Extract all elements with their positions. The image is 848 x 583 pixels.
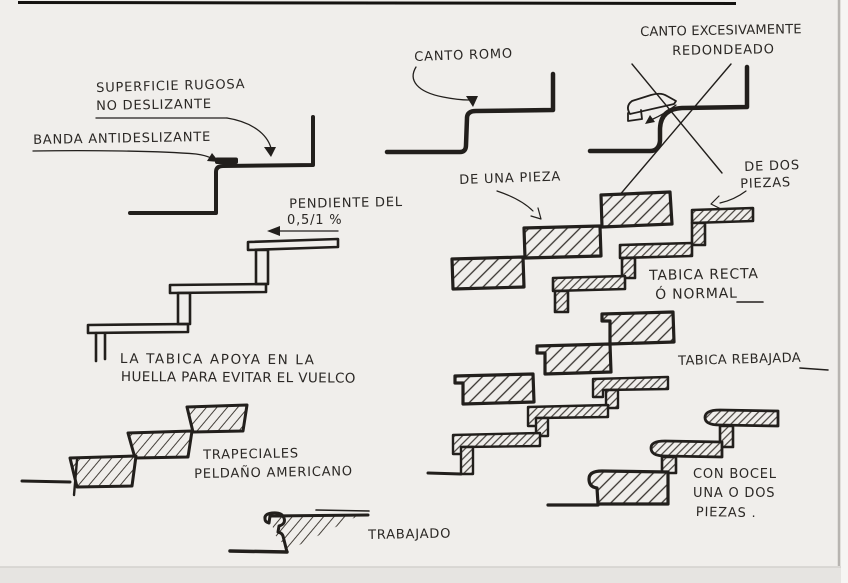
tread-piece (591, 375, 670, 399)
stroke (72, 458, 79, 497)
label-tabica-rebajada: TABICA REBAJADA (678, 350, 802, 369)
diagram-trabajado (228, 509, 370, 554)
diagram-dos-piezas-recta (551, 190, 764, 314)
arrow-superficie (226, 117, 272, 149)
arrowhead-open (710, 195, 722, 210)
label-canto-excesivamente-line1: CANTO EXCESIVAMENTE (640, 22, 802, 40)
diagram-tabica-rebajada (453, 310, 829, 406)
arrowhead (466, 96, 478, 107)
hatch-area (270, 516, 358, 550)
tread-piece (618, 241, 694, 260)
arrowhead (207, 153, 219, 162)
label-de-dos-piezas-line2: PIEZAS (740, 175, 792, 192)
riser-slab (176, 291, 192, 326)
label-de-dos-piezas-line1: DE DOS (744, 158, 801, 175)
tread-slab (246, 237, 340, 252)
cross-out-line (617, 63, 732, 198)
label-tabica-apoya-line1: LA TABICA APOYA EN LA (119, 351, 316, 369)
shoe-heel (627, 109, 643, 122)
label-trabajado: TRABAJADO (368, 526, 452, 543)
riser-piece (604, 388, 620, 410)
label-canto-excesivamente-line2: REDONDEADO (672, 42, 775, 59)
arrowhead (264, 147, 276, 157)
arrowhead-open (530, 207, 542, 220)
diagram-trapeciales (20, 403, 249, 497)
riser-piece (534, 416, 550, 438)
diagram-una-pieza (450, 190, 674, 291)
riser-piece (459, 445, 475, 476)
tread-slab (86, 322, 190, 335)
ground-line (426, 471, 463, 476)
label-tabica-recta-line1: TABICA RECTA (649, 266, 759, 284)
bullnose-step-block (587, 469, 670, 506)
trapezoid-step (68, 454, 138, 489)
bullnose-tread (703, 408, 780, 428)
riser-piece (553, 289, 570, 314)
tread-piece (690, 206, 755, 225)
step-profile (128, 115, 315, 215)
step-profile (587, 64, 750, 154)
label-con-bocel-line2: UNA O DOS (693, 486, 776, 501)
tread-slab (168, 282, 268, 295)
diagram-rebajada-dos-piezas (426, 375, 670, 476)
label-pendiente-line2: 0,5/1 % (287, 213, 343, 228)
ground-line (20, 479, 72, 484)
paper-top-edge-line (17, 1, 737, 5)
riser-piece (620, 256, 637, 280)
label-tabica-recta-line2: Ó NORMAL (655, 285, 738, 303)
one-piece-step (522, 224, 603, 260)
diagram-pendiente-stair (86, 226, 340, 363)
rebated-step (453, 372, 536, 406)
riser-slab (254, 248, 270, 286)
diagram-canto-romo (384, 66, 556, 155)
label-trapeciales: TRAPECIALES (203, 446, 299, 463)
riser-piece (690, 221, 707, 247)
label-pendiente-line1: PENDIENTE DEL (289, 195, 403, 212)
label-tabica-apoya-line2: HUELLA PARA EVITAR EL VUELCO (120, 369, 356, 387)
tread-piece (551, 274, 627, 293)
label-con-bocel-line3: PIEZAS . (695, 505, 757, 522)
label-con-bocel-line1: CON BOCEL (693, 467, 777, 482)
ground-line (228, 549, 289, 554)
trapezoid-step (126, 429, 194, 460)
arrowhead (645, 115, 655, 124)
arrow-banda (32, 149, 212, 159)
moulded-nosing-profile (263, 511, 370, 554)
label-peldano-americano: PELDAÑO AMERICANO (194, 464, 354, 482)
trapezoid-step (185, 403, 249, 434)
riser-slab (94, 331, 107, 363)
diagram-banda-antideslizante (32, 115, 315, 215)
arrow-una-pieza (496, 190, 534, 212)
cross-out-line (631, 63, 723, 174)
one-piece-step (450, 255, 526, 291)
stroke (799, 367, 829, 371)
anti-slip-band (215, 157, 238, 164)
arrow-dos-piezas (719, 190, 747, 204)
arrowhead (267, 226, 280, 236)
scan-right-margin (841, 0, 848, 583)
one-piece-step (599, 190, 674, 229)
diagram-canto-redondeado (587, 63, 750, 198)
riser-piece (660, 455, 678, 475)
diagram-con-bocel (546, 408, 780, 507)
shoe-sketch (627, 92, 677, 115)
arrow-slip (652, 104, 677, 120)
rebated-step (535, 342, 613, 376)
bullnose-tread (649, 439, 724, 459)
arrow-canto-romo (412, 66, 470, 101)
rebated-step (600, 310, 676, 346)
stroke (315, 509, 370, 512)
step-profile (384, 71, 556, 155)
scan-bottom-strip (0, 567, 848, 583)
label-superficie-rugosa-line2: NO DESLIZANTE (96, 96, 212, 114)
label-banda-antideslizante: BANDA ANTIDESLIZANTE (33, 129, 212, 148)
